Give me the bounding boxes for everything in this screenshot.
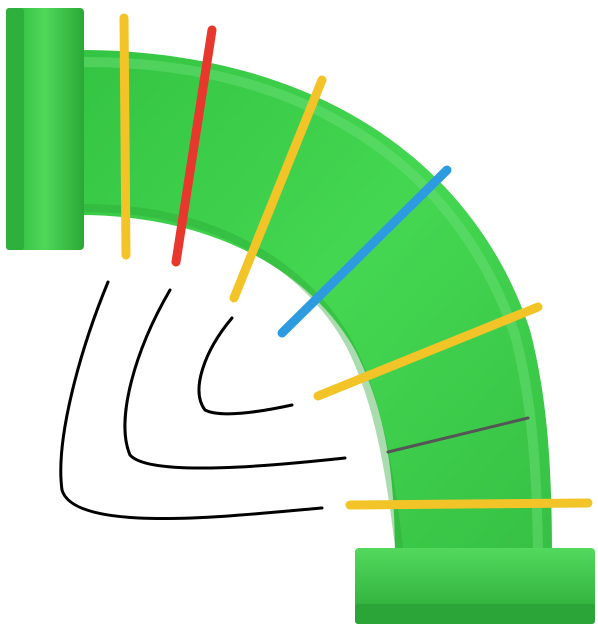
- guide-curves: [59, 280, 347, 520]
- ring-3: [229, 75, 327, 303]
- ring-6: [386, 416, 530, 454]
- left-flange: [6, 8, 84, 250]
- bottom-flange-face: [355, 604, 595, 624]
- left-flange-face: [6, 8, 24, 250]
- ring-5: [313, 302, 543, 401]
- guide-curve-middle: [123, 288, 347, 470]
- bottom-flange: [355, 548, 595, 624]
- ring-2: [171, 25, 217, 267]
- left-flange-rim: [6, 8, 84, 250]
- rings: [119, 13, 593, 510]
- guide-curve-outer: [59, 280, 324, 520]
- ring-1: [119, 13, 131, 260]
- guide-curve-inner: [197, 316, 294, 416]
- ring-4: [277, 165, 452, 338]
- pipe-highlight: [80, 57, 543, 560]
- ring-7: [345, 498, 593, 510]
